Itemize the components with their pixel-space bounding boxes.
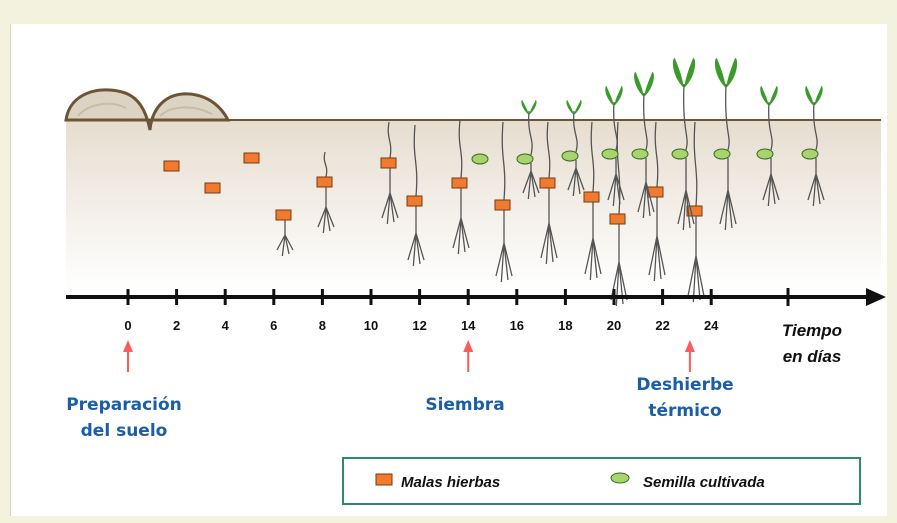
crop-leaf: [673, 58, 684, 88]
weed-seed: [687, 206, 702, 216]
weed-seed: [276, 210, 291, 220]
crop-leaf: [715, 58, 726, 88]
crop-leaf: [529, 100, 537, 115]
seed-legend-label: Semilla cultivada: [643, 474, 765, 491]
crop-leaf: [760, 86, 769, 106]
axis-tick-label: 8: [319, 318, 326, 333]
weed-seed: [244, 153, 259, 163]
crop-leaf: [614, 86, 623, 106]
axis-tick-label: 2: [173, 318, 180, 333]
axis-title-line1: Tiempo: [782, 321, 842, 340]
axis-tick-label: 16: [510, 318, 524, 333]
event-label: Siembra: [425, 395, 504, 415]
crop-seed: [562, 151, 578, 161]
crop-seed: [632, 149, 648, 159]
weed-seed: [381, 158, 396, 168]
crop-leaf: [521, 100, 529, 115]
crop-seed: [802, 149, 818, 159]
axis-tick-label: 14: [461, 318, 476, 333]
crop-leaf: [566, 100, 574, 115]
crop-leaf: [684, 58, 695, 88]
weed-seed: [540, 178, 555, 188]
weed-seed: [407, 196, 422, 206]
event-markers: Preparación del suelo Siembra Deshierbe térm…: [66, 340, 733, 441]
seed-legend-icon: [611, 473, 629, 483]
weed-legend-icon: [376, 474, 392, 485]
event-arrowhead: [685, 340, 695, 352]
weed-seed: [495, 200, 510, 210]
crop-seed: [602, 149, 618, 159]
event-label: Preparación: [66, 395, 182, 415]
weed-seed: [584, 192, 599, 202]
crop-seed: [517, 154, 533, 164]
axis-tick-label: 0: [124, 318, 131, 333]
weed-seed: [317, 177, 332, 187]
crop-leaf: [814, 86, 823, 106]
crop-leaf: [769, 86, 778, 106]
axis-tick-label: 24: [704, 318, 719, 333]
weed-seed: [164, 161, 179, 171]
weed-seed: [610, 214, 625, 224]
event-label: térmico: [648, 401, 721, 421]
crop-leaf: [574, 100, 582, 115]
crop-seed: [757, 149, 773, 159]
axis-tick-label: 6: [270, 318, 277, 333]
weed-legend-label: Malas hierbas: [401, 474, 500, 491]
axis-tick-label: 20: [607, 318, 621, 333]
event-arrowhead: [463, 340, 473, 352]
axis-tick-label: 18: [558, 318, 572, 333]
axis-tick-label: 22: [655, 318, 669, 333]
event-label: Deshierbe: [636, 375, 733, 395]
crop-leaf: [726, 58, 737, 88]
crop-leaf: [805, 86, 814, 106]
time-axis-arrowhead: [866, 288, 886, 306]
crop-leaf: [605, 86, 614, 106]
crop-seed: [472, 154, 488, 164]
weed-seed: [452, 178, 467, 188]
axis-tick-label: 10: [364, 318, 378, 333]
crop-leaf: [644, 72, 654, 97]
crop-seed: [672, 149, 688, 159]
axis-tick-label: 4: [222, 318, 230, 333]
event-label: del suelo: [81, 421, 168, 441]
weed-seed: [205, 183, 220, 193]
axis-title-line2: en días: [783, 347, 842, 366]
crop-leaf: [634, 72, 644, 97]
event-arrowhead: [123, 340, 133, 352]
crop-seed: [714, 149, 730, 159]
axis-tick-label: 12: [412, 318, 426, 333]
soil-layer: [66, 120, 881, 290]
